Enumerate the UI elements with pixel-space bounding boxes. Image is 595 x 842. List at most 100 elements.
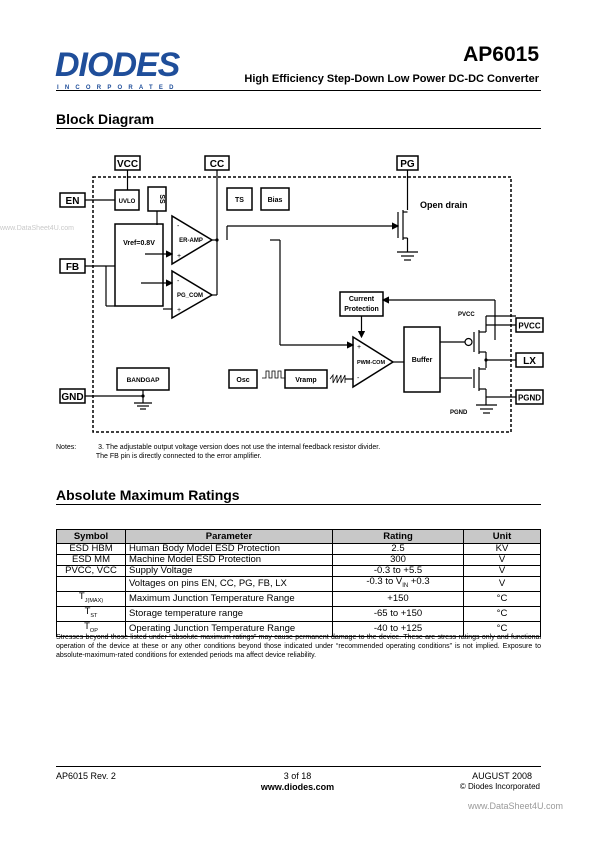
ss-label: SS (158, 194, 165, 204)
cell-symbol: TST (56, 605, 126, 622)
pwm-com-label: PWM-COM (357, 360, 386, 366)
table-row: ESD MM Machine Model ESD Protection 300 … (56, 554, 541, 566)
pin-vcc: VCC (114, 155, 141, 171)
pg-com-label: PG_COM (177, 293, 203, 299)
cell-unit: V (463, 554, 541, 566)
table-row: ESD HBM Human Body Model ESD Protection … (56, 543, 541, 555)
wiring (85, 170, 516, 414)
notes-line-1: 3. The adjustable output voltage version… (98, 444, 381, 451)
cell-symbol-sub: ST (90, 612, 98, 619)
er-amp-minus: - (177, 223, 180, 230)
pin-en-label: EN (66, 196, 80, 207)
sawtooth-symbol (329, 373, 346, 384)
buffer-block: Buffer (403, 326, 441, 393)
cell-symbol-sub: J(MAX) (84, 597, 104, 604)
er-amp-plus: + (177, 253, 181, 260)
pmos-gate-bubble (464, 337, 473, 347)
current-protection-label-2: Protection (344, 306, 379, 313)
footer-rule (56, 766, 541, 767)
notes-line-2: The FB pin is directly connected to the … (95, 453, 262, 460)
cell-unit: °C (463, 590, 541, 607)
pin-en: EN (59, 192, 86, 208)
cell-symbol: TJ(MAX) (56, 590, 126, 607)
header-rule (56, 90, 541, 91)
cell-symbol: TOP (56, 620, 126, 637)
osc-block: Osc (228, 369, 258, 389)
pin-fb: FB (59, 258, 86, 274)
pin-gnd: GND (59, 388, 86, 404)
bandgap-label: BANDGAP (127, 377, 161, 384)
bias-label: Bias (268, 197, 283, 204)
block-diagram-rule (56, 128, 541, 129)
pg-com: PG_COM - + (171, 269, 214, 320)
uvlo-block: UVLO (114, 189, 140, 211)
pg-com-plus: + (177, 307, 181, 314)
pin-pg-label: PG (400, 159, 415, 170)
pg-com-minus: - (177, 278, 180, 285)
notes: Notes: 3. The adjustable output voltage … (56, 443, 380, 461)
cell-rating: 300 (332, 554, 464, 566)
pvcc-inner-label: PVCC (458, 312, 475, 318)
cell-symbol-main: T (84, 605, 91, 617)
cell-parameter: Maximum Junction Temperature Range (125, 590, 333, 607)
ratings-header-row: Symbol Parameter Rating Unit (56, 529, 541, 544)
pin-pvcc: PVCC (515, 317, 544, 333)
table-row: TOP Operating Junction Temperature Range… (56, 620, 541, 637)
pin-pgnd-label: PGND (518, 394, 541, 403)
pulse-symbol (262, 370, 285, 379)
cell-unit: V (463, 565, 541, 577)
cell-parameter: Machine Model ESD Protection (125, 554, 333, 566)
col-parameter: Parameter (125, 529, 333, 544)
notes-label: Notes: (56, 444, 77, 451)
cell-rating: -0.3 to +5.5 (332, 565, 464, 577)
pin-lx: LX (515, 352, 544, 368)
pgnd-inner-label: PGND (450, 410, 468, 416)
cell-symbol-main: T (84, 620, 90, 632)
block-diagram: VCC CC PG EN FB GND PVCC LX PGND UVLO SS (59, 155, 544, 433)
er-amp: ER-AMP - + (171, 214, 214, 266)
ts-label: TS (235, 197, 244, 204)
pin-fb-label: FB (66, 262, 79, 273)
cell-rating-tail: +0.3 (408, 576, 430, 587)
cell-rating: -0.3 to VIN +0.3 (332, 576, 464, 592)
part-number: AP6015 (463, 43, 539, 66)
buffer-label: Buffer (412, 357, 433, 364)
cell-symbol: PVCC, VCC (56, 565, 126, 577)
bias-block: Bias (260, 187, 290, 211)
footer-revision: AP6015 Rev. 2 (56, 771, 116, 781)
pin-cc-label: CC (210, 159, 224, 170)
table-row: TJ(MAX) Maximum Junction Temperature Ran… (56, 590, 541, 607)
pwm-com: PWM-COM + - (352, 335, 395, 389)
vramp-label: Vramp (295, 377, 316, 384)
table-row: PVCC, VCC Supply Voltage -0.3 to +5.5 V (56, 565, 541, 577)
ts-block: TS (226, 187, 253, 211)
gnd-junction-dot (141, 394, 145, 398)
junction-dot (215, 238, 219, 242)
document-subtitle: High Efficiency Step-Down Low Power DC-D… (244, 73, 539, 85)
watermark-left: www.DataSheet4U.com (0, 225, 74, 232)
block-diagram-heading: Block Diagram (56, 111, 155, 127)
company-logo-subtitle: INCORPORATED (57, 85, 180, 91)
table-row: Voltages on pins EN, CC, PG, FB, LX -0.3… (56, 576, 541, 592)
cell-rating-main: -0.3 to V (366, 576, 403, 587)
col-unit: Unit (463, 529, 541, 544)
cell-symbol: ESD MM (56, 554, 126, 566)
cell-parameter: Voltages on pins EN, CC, PG, FB, LX (125, 576, 333, 592)
ss-block: SS (147, 186, 167, 212)
pin-pgnd: PGND (515, 389, 544, 405)
vref-block: Vref=0.8V (114, 223, 164, 307)
pwm-com-plus: + (357, 344, 361, 351)
current-protection-label-1: Current (349, 296, 375, 303)
col-rating: Rating (332, 529, 464, 544)
col-symbol: Symbol (56, 529, 126, 544)
pin-pg: PG (396, 155, 419, 171)
cell-symbol (56, 576, 126, 592)
current-protection-block: Current Protection (339, 291, 384, 317)
footer-website[interactable]: www.diodes.com (260, 782, 335, 792)
cell-unit: KV (463, 543, 541, 555)
table-row: TST Storage temperature range -65 to +15… (56, 605, 541, 622)
pin-pvcc-label: PVCC (518, 322, 540, 331)
osc-label: Osc (236, 377, 249, 384)
vramp-block: Vramp (284, 369, 328, 389)
cell-unit: V (463, 576, 541, 592)
